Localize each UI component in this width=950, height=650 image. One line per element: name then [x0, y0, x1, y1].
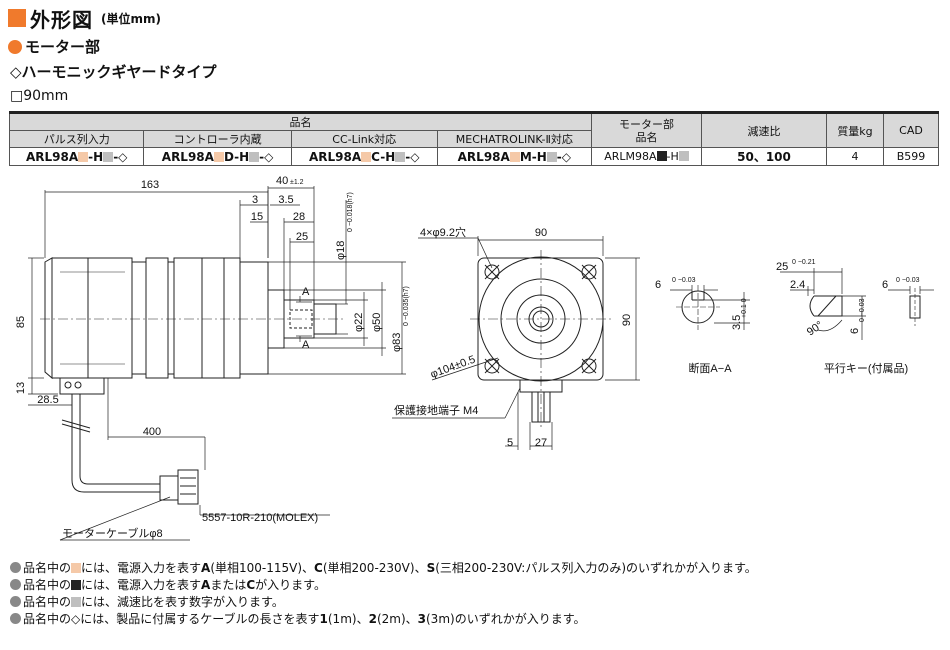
dim-phi50: φ50 — [371, 313, 383, 332]
key-dim-6-side: 6 — [849, 328, 861, 334]
key-dim-2-4: 2.4 — [790, 279, 805, 291]
bullet-dot-icon — [8, 39, 22, 54]
dim-40-tol: ±1.2 — [290, 179, 304, 186]
section-mark-a-top: A — [302, 286, 310, 298]
product-name-header: 品名 — [9, 112, 592, 131]
earth-terminal-label: 保護接地端子 M4 — [394, 403, 478, 417]
dim-phi22: φ22 — [353, 313, 365, 332]
dim-phi104: φ104±0.5 — [429, 354, 477, 381]
cell-cad: B599 — [883, 147, 939, 166]
cell-ratio: 50、100 — [701, 147, 827, 166]
section-aa-label: 断面A−A — [688, 361, 732, 375]
key-drawing — [809, 288, 921, 326]
dim-phi83-tol: 0 −0.035(h7) — [403, 286, 410, 326]
dim-90-right: 90 — [621, 314, 633, 326]
key-dim-6-side-tol: 0 −0.03 — [859, 298, 866, 322]
key-dim-25: 25 — [776, 261, 788, 273]
spec-table: 品名 モーター部品名 減速比 質量kg CAD パルス列入力 コントローラ内蔵 … — [8, 111, 939, 166]
title-square-icon — [8, 9, 26, 27]
connector-box — [59, 377, 105, 395]
unit-label: (単位mm) — [101, 11, 161, 26]
section-dim-6-tol: 0 −0.03 — [672, 277, 696, 284]
key-dim-25-tol: 0 −0.21 — [792, 259, 816, 266]
dim-40: 40 — [276, 175, 288, 187]
dim-25: 25 — [296, 231, 308, 243]
cad-header: CAD — [883, 112, 939, 148]
dim-15: 15 — [251, 211, 263, 223]
dim-13: 13 — [15, 382, 27, 394]
front-view-motor — [470, 250, 612, 430]
dim-163: 163 — [141, 179, 159, 191]
section-dim-3-5-tol: +0.1 0 — [741, 298, 748, 318]
key-dim-6-top-tol: 0 −0.03 — [896, 277, 920, 284]
dim-phi18-tol: 0 −0.018(h7) — [347, 192, 354, 232]
key-label: 平行キー(付属品) — [824, 362, 908, 375]
dim-phi83: φ83 — [391, 333, 403, 352]
ratio-header: 減速比 — [701, 112, 827, 148]
dim-28: 28 — [293, 211, 305, 223]
key-dim-90: 90° — [805, 319, 826, 338]
dim-3: 3 — [252, 194, 258, 206]
cell-motor-name: ARLM98A-H — [591, 147, 702, 166]
note-3: 品名中のには、減速比を表す数字が入ります。 — [10, 594, 757, 611]
subsection-title: ◇ハーモニックギヤードタイプ — [10, 63, 217, 81]
note-4: 品名中の◇には、製品に付属するケーブルの長さを表す1(1m)、2(2m)、3(3… — [10, 611, 757, 628]
section-title: モーター部 — [25, 38, 101, 56]
note-1: 品名中のには、電源入力を表すA(単相100-115V)、C(単相200-230V… — [10, 560, 757, 577]
section-dim-3-5: 3.5 — [731, 315, 743, 330]
note-bullet-icon — [10, 579, 21, 590]
dim-27: 27 — [535, 437, 547, 449]
dim-3-5: 3.5 — [278, 194, 293, 206]
note-bullet-icon — [10, 562, 21, 573]
notes: 品名中のには、電源入力を表すA(単相100-115V)、C(単相200-230V… — [10, 560, 757, 628]
dim-400: 400 — [143, 426, 161, 438]
dimension-labels: 163 40 ±1.2 3 3.5 15 28 25 85 13 28.5 40… — [15, 175, 920, 540]
note-bullet-icon — [10, 596, 21, 607]
cable-drawing — [61, 394, 199, 505]
section-heading: モーター部 — [8, 36, 100, 57]
note-bullet-icon — [10, 613, 21, 624]
dim-85: 85 — [15, 316, 27, 328]
page-title: 外形図 — [30, 7, 93, 32]
col-controller-header: コントローラ内蔵 — [143, 130, 292, 148]
dim-90-top: 90 — [535, 227, 547, 239]
motor-name-header: モーター部品名 — [591, 112, 702, 148]
cell-pulse: ARL98A-H-◇ — [8, 147, 145, 166]
mass-header: 質量kg — [826, 112, 884, 148]
dim-5: 5 — [507, 437, 513, 449]
dim-28-5: 28.5 — [37, 394, 58, 406]
cable-label: モーターケーブルφ8 — [62, 526, 163, 540]
holes-label: 4×φ9.2穴 — [420, 225, 466, 239]
connector-label: 5557-10R-210(MOLEX) — [202, 512, 318, 524]
key-dim-6-top: 6 — [882, 279, 888, 291]
page-title-row: 外形図 (単位mm) — [8, 6, 161, 32]
side-view-motor — [40, 257, 345, 380]
section-dim-6: 6 — [655, 279, 661, 291]
section-aa-drawing — [676, 285, 720, 330]
frame-size-label: □90mm — [10, 88, 69, 104]
note-2: 品名中のには、電源入力を表すAまたはCが入ります。 — [10, 577, 757, 594]
dim-phi18: φ18 — [335, 241, 347, 260]
col-mechatrolink-header: MECHATROLINK-Ⅱ対応 — [436, 130, 593, 148]
section-mark-a-bottom: A — [302, 339, 310, 351]
